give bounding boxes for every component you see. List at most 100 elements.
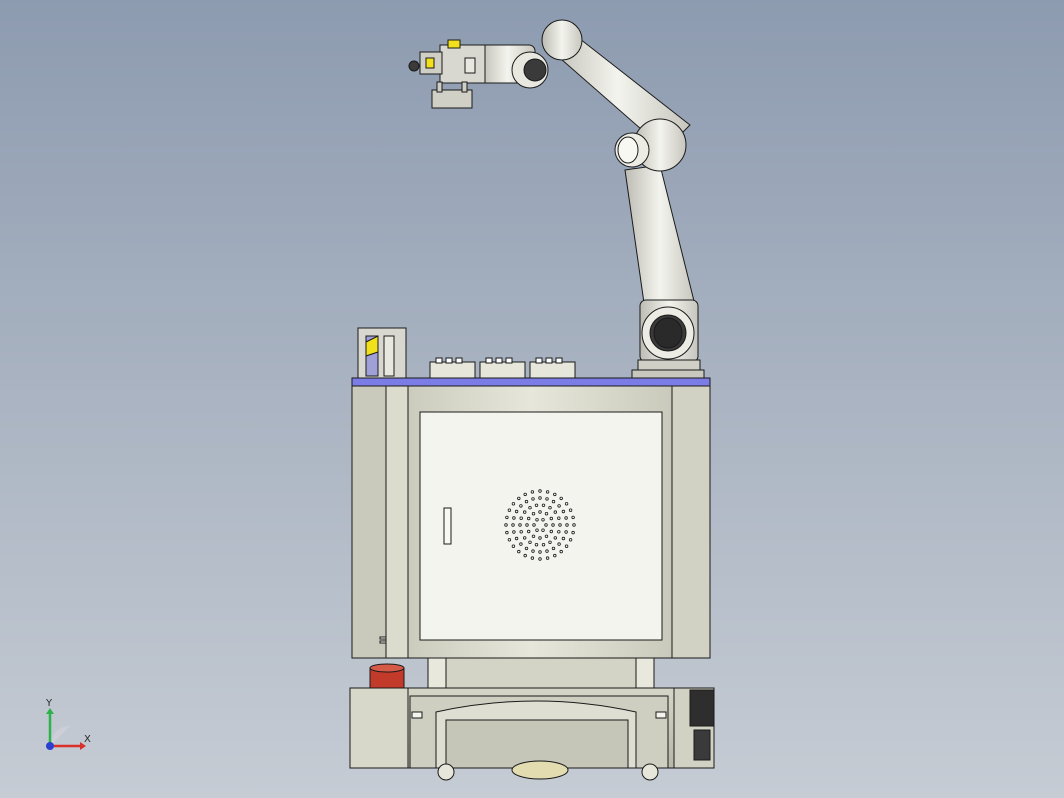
grille-dot	[531, 497, 535, 501]
robot-arm	[408, 19, 705, 379]
grille-dot	[532, 523, 536, 527]
grille-dot	[517, 496, 521, 501]
grille-dot	[553, 492, 557, 497]
grille-dot	[535, 528, 539, 532]
grille-dot	[557, 516, 561, 520]
grille-dot	[517, 549, 521, 554]
grille-dot	[545, 497, 549, 501]
grille-dot	[549, 516, 553, 521]
grille-dot	[557, 504, 561, 508]
y-axis-label: Y	[46, 698, 53, 709]
grille-dot	[514, 509, 519, 514]
grille-dot	[559, 496, 563, 501]
mid-section	[369, 657, 655, 691]
grille-dot	[519, 530, 523, 534]
grille-dot	[548, 540, 552, 544]
grille-dot	[551, 546, 556, 551]
grille-dot	[544, 523, 548, 527]
grille-dot	[538, 510, 542, 514]
grille-dot	[541, 503, 546, 507]
grille-dot	[527, 516, 531, 521]
grille-dot	[564, 502, 569, 506]
grille-dot	[523, 510, 527, 514]
grille-dot	[558, 523, 562, 527]
top-accessories	[357, 327, 576, 381]
grille-dot	[523, 492, 527, 497]
grille-dot	[531, 534, 536, 538]
axis-triad: X Y	[38, 696, 98, 756]
grille-dot	[530, 490, 535, 494]
grille-dot	[511, 502, 516, 506]
grille-dot	[544, 512, 549, 516]
grille-dot	[512, 530, 516, 534]
grille-dot	[524, 546, 529, 551]
grille-dot	[528, 506, 532, 510]
grille-dot	[505, 530, 509, 535]
grille-dot	[528, 540, 532, 544]
grille-dot	[572, 523, 576, 527]
axis-triad-icon	[46, 708, 86, 750]
grille-dot	[530, 556, 535, 560]
mobile-base	[349, 687, 715, 781]
grille-dot	[518, 523, 522, 527]
grille-dot	[553, 536, 557, 540]
cabinet	[351, 377, 711, 659]
grille-dot	[504, 523, 508, 527]
grille-dot	[538, 496, 542, 500]
grille-dot	[519, 516, 523, 520]
grille-dot	[535, 518, 539, 522]
grille-dot	[534, 543, 539, 547]
grille-dot	[553, 553, 557, 558]
grille-dot	[568, 538, 573, 542]
grille-dot	[534, 503, 539, 507]
grille-dot	[564, 516, 568, 520]
grille-dot	[564, 544, 569, 548]
grille-dot	[538, 489, 542, 493]
grille-dot	[561, 509, 566, 514]
grille-dot	[512, 516, 516, 520]
grille-dot	[538, 550, 542, 554]
grille-dot	[538, 557, 542, 561]
grille-dot	[544, 534, 549, 538]
grille-dot	[551, 523, 555, 527]
grille-dot	[531, 549, 535, 553]
grille-dot	[564, 530, 568, 534]
grille-dot	[538, 536, 542, 540]
grille-dot	[519, 542, 523, 546]
grille-dot	[519, 504, 523, 508]
grille-dot	[541, 518, 545, 522]
grille-dot	[523, 536, 527, 540]
grille-dot	[507, 538, 512, 542]
grille-dot	[511, 523, 515, 527]
grille-dot	[525, 523, 529, 527]
grille-dot	[505, 515, 509, 520]
grille-dot	[571, 515, 575, 520]
grille-dot	[545, 556, 550, 560]
x-axis-label: X	[84, 734, 91, 745]
grille-dot	[548, 506, 552, 510]
speaker-grille	[504, 489, 576, 561]
grille-dot	[523, 553, 527, 558]
grille-dot	[553, 510, 557, 514]
grille-dot	[571, 530, 575, 535]
grille-dot	[568, 508, 573, 512]
grille-dot	[545, 490, 550, 494]
grille-dot	[507, 508, 512, 512]
grille-dot	[561, 536, 566, 541]
grille-dot	[524, 499, 529, 504]
grille-dot	[549, 529, 553, 534]
grille-dot	[511, 544, 516, 548]
grille-dot	[557, 542, 561, 546]
grille-dot	[557, 530, 561, 534]
grille-dot	[545, 549, 549, 553]
grille-dot	[514, 536, 519, 541]
grille-dot	[551, 499, 556, 504]
grille-dot	[541, 543, 546, 547]
grille-dot	[559, 549, 563, 554]
grille-dot	[565, 523, 569, 527]
grille-dot	[531, 512, 536, 516]
grille-dot	[527, 529, 531, 534]
grille-dot	[541, 528, 545, 532]
